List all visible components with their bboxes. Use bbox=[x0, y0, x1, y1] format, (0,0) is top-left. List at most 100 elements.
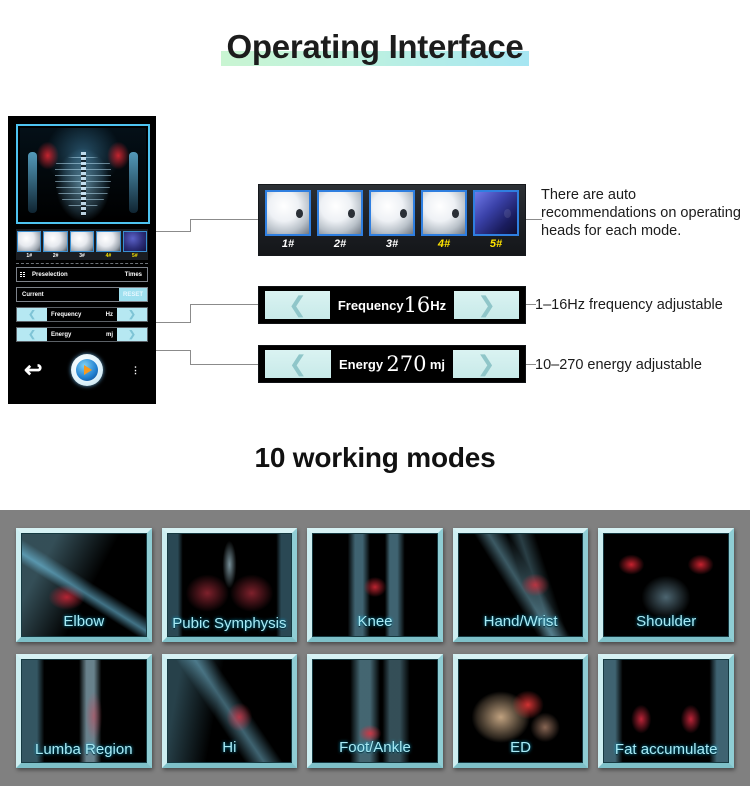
energy-adjuster: ❮ Energy 270 mj ❯ bbox=[265, 350, 519, 378]
title-highlight-bar bbox=[220, 51, 530, 66]
frequency-readout: Frequency 16 Hz bbox=[329, 291, 455, 319]
operating-head-icon bbox=[421, 190, 467, 236]
divider bbox=[16, 263, 148, 264]
operating-head-icon bbox=[369, 190, 415, 236]
back-icon[interactable]: ↩ bbox=[24, 357, 43, 382]
frequency-unit: Hz bbox=[105, 311, 113, 318]
mode-label: Fat accumulate bbox=[614, 741, 718, 758]
energy-decrement-button[interactable]: ❮ bbox=[265, 350, 331, 378]
mode-artwork bbox=[313, 660, 437, 762]
menu-dots-icon[interactable]: ⋮ bbox=[131, 364, 140, 375]
probe-head-label: 4# bbox=[105, 253, 112, 259]
operating-head-item[interactable]: 1# bbox=[265, 190, 311, 250]
probe-head-option[interactable]: 4# bbox=[96, 231, 121, 260]
frequency-increment-button[interactable]: ❯ bbox=[117, 308, 147, 321]
frequency-label: Frequency bbox=[337, 297, 404, 313]
mode-artwork bbox=[313, 534, 437, 636]
mode-label: Hi bbox=[222, 739, 237, 756]
energy-increment-button[interactable]: ❯ bbox=[117, 328, 147, 341]
connector-line bbox=[190, 350, 191, 364]
mode-label: Pubic Symphysis bbox=[172, 615, 287, 632]
mode-tile-shoulder[interactable]: Shoulder bbox=[598, 528, 734, 642]
mode-artwork bbox=[167, 534, 292, 636]
mode-artwork bbox=[167, 660, 292, 762]
mode-tile-lumba-region[interactable]: Lumba Region bbox=[16, 654, 152, 768]
shoulder-xray-image bbox=[20, 128, 146, 220]
mode-tile-inner: Lumba Region bbox=[21, 659, 147, 763]
mode-label: Foot/Ankle bbox=[339, 739, 411, 756]
operating-head-item[interactable]: 3# bbox=[369, 190, 415, 250]
probe-head-option[interactable]: 1# bbox=[17, 231, 42, 260]
frequency-stepper[interactable]: ❮ Frequency Hz ❯ bbox=[16, 307, 148, 322]
operating-head-label: 2# bbox=[333, 238, 347, 250]
probe-head-label: 2# bbox=[52, 253, 59, 259]
mode-artwork bbox=[458, 534, 583, 636]
preselection-row[interactable]: Preselection Times bbox=[16, 267, 148, 282]
operating-heads-row: 1# 2# 3# 4# 5# bbox=[265, 190, 519, 250]
frequency-decrement-button[interactable]: ❮ bbox=[17, 308, 47, 321]
xray-arm-left bbox=[27, 151, 37, 213]
energy-readout: Energy 270 mj bbox=[331, 350, 453, 378]
xray-arm-right bbox=[129, 151, 139, 213]
mode-tile-inner: Knee bbox=[312, 533, 438, 637]
frequency-adjuster: ❮ Frequency 16 Hz ❯ bbox=[265, 291, 519, 319]
operating-heads-callout: 1# 2# 3# 4# 5# bbox=[258, 184, 526, 256]
probe-head-label: 5# bbox=[132, 253, 138, 259]
probe-head-option[interactable]: 2# bbox=[43, 231, 68, 260]
mode-label: Knee bbox=[357, 613, 393, 630]
current-label: Current bbox=[22, 291, 44, 298]
mode-tile-ed[interactable]: ED bbox=[452, 654, 589, 768]
probe-head-strip: 1# 2# 3# 4# 5# bbox=[16, 229, 148, 260]
operating-head-icon bbox=[265, 190, 311, 236]
probe-head-option[interactable]: 3# bbox=[69, 231, 95, 260]
energy-display: Energy mj bbox=[47, 328, 117, 341]
mode-tile-inner: Elbow bbox=[21, 533, 147, 637]
mode-artwork bbox=[604, 534, 728, 636]
operating-head-label: 4# bbox=[437, 238, 451, 250]
mode-tile-hip[interactable]: Hi bbox=[161, 654, 298, 768]
mode-tile-elbow[interactable]: Elbow bbox=[16, 528, 152, 642]
frequency-unit: Hz bbox=[430, 297, 447, 313]
operating-head-label: 5# bbox=[489, 238, 503, 250]
reset-button[interactable]: RESET bbox=[118, 288, 147, 301]
times-label: Times bbox=[124, 271, 142, 278]
frequency-display: Frequency Hz bbox=[47, 308, 117, 321]
operating-head-label: 3# bbox=[385, 238, 399, 250]
energy-increment-button[interactable]: ❯ bbox=[453, 350, 519, 378]
mode-tile-fat-accumulate[interactable]: Fat accumulate bbox=[598, 654, 734, 768]
energy-label: Energy bbox=[51, 331, 72, 338]
current-row[interactable]: Current RESET bbox=[16, 287, 148, 302]
frequency-increment-button[interactable]: ❯ bbox=[454, 291, 519, 319]
connector-line bbox=[190, 219, 191, 232]
operating-head-item[interactable]: 5# bbox=[473, 190, 519, 250]
probe-head-icon bbox=[17, 231, 42, 252]
energy-decrement-button[interactable]: ❮ bbox=[17, 328, 47, 341]
xray-spine bbox=[80, 151, 86, 217]
play-button[interactable] bbox=[70, 354, 103, 386]
probe-head-option[interactable]: 5# bbox=[122, 231, 148, 260]
mode-tile-pubic-symphysis[interactable]: Pubic Symphysis bbox=[161, 528, 298, 642]
mode-tile-knee[interactable]: Knee bbox=[307, 528, 443, 642]
operating-head-item[interactable]: 4# bbox=[421, 190, 467, 250]
connector-line bbox=[526, 364, 536, 365]
connector-line bbox=[190, 219, 258, 220]
connector-line bbox=[526, 304, 536, 305]
mode-artwork bbox=[604, 660, 728, 762]
frequency-callout: ❮ Frequency 16 Hz ❯ bbox=[258, 286, 526, 324]
energy-stepper[interactable]: ❮ Energy mj ❯ bbox=[16, 327, 148, 342]
connector-line bbox=[190, 364, 258, 365]
frequency-decrement-button[interactable]: ❮ bbox=[265, 291, 330, 319]
connector-line bbox=[156, 231, 191, 232]
preselection-label: Preselection bbox=[32, 271, 68, 278]
energy-note: 10–270 energy adjustable bbox=[535, 357, 702, 373]
energy-unit: mj bbox=[105, 331, 113, 338]
mode-tile-foot-ankle[interactable]: Foot/Ankle bbox=[307, 654, 443, 768]
page-title: Operating Interface bbox=[0, 26, 750, 68]
xray-preview[interactable] bbox=[16, 124, 150, 224]
operating-head-icon bbox=[473, 190, 519, 236]
mode-artwork bbox=[22, 534, 146, 636]
mode-tile-hand-wrist[interactable]: Hand/Wrist bbox=[452, 528, 589, 642]
operating-head-item[interactable]: 2# bbox=[317, 190, 363, 250]
connector-line bbox=[526, 219, 542, 220]
energy-label: Energy bbox=[339, 356, 384, 372]
